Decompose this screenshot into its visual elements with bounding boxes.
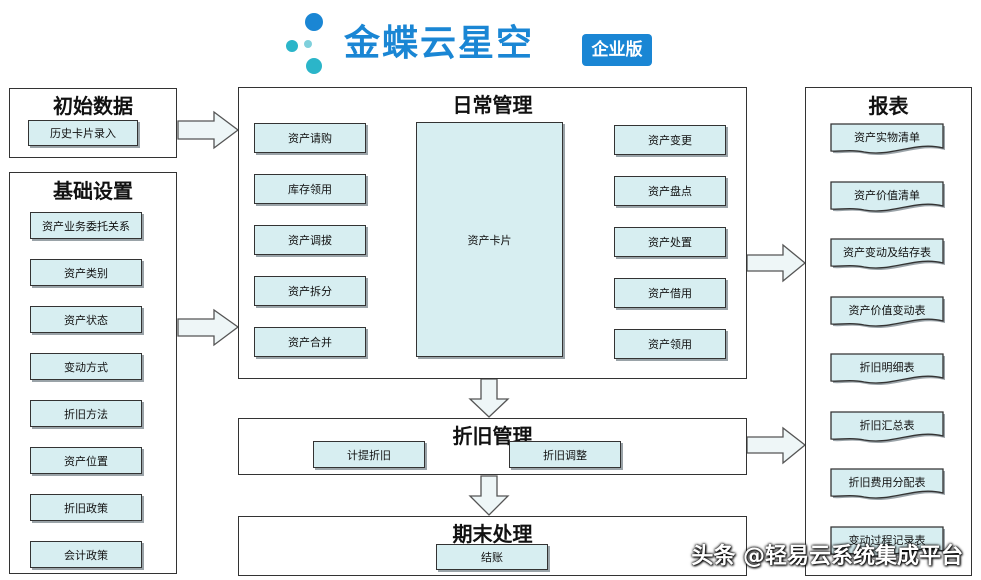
daily-right-item-box[interactable]: 资产借用 bbox=[614, 278, 726, 308]
report-label: 折旧费用分配表 bbox=[848, 476, 926, 489]
arrow-daily-to-reports bbox=[746, 243, 807, 283]
history-card-entry-box[interactable]: 历史卡片录入 bbox=[28, 120, 138, 146]
basic-item-box[interactable]: 资产类别 bbox=[30, 259, 142, 286]
logo-badge: 企业版 bbox=[582, 34, 652, 66]
document-shape-icon bbox=[830, 295, 945, 328]
kingdee-logo-icon bbox=[286, 13, 323, 74]
report-item[interactable]: 资产实物清单 bbox=[830, 123, 945, 155]
report-label: 资产价值变动表 bbox=[848, 303, 926, 317]
arrow-daily-to-depreciation bbox=[468, 378, 510, 418]
logo-text: 金蝶云星空 bbox=[344, 23, 535, 64]
report-label: 资产价值清单 bbox=[854, 188, 920, 202]
daily-left-item-box[interactable]: 资产合并 bbox=[254, 327, 366, 357]
daily-left-item-box[interactable]: 库存领用 bbox=[254, 174, 366, 204]
document-shape-icon bbox=[830, 410, 945, 443]
arrow-depreciation-to-reports bbox=[746, 426, 807, 465]
reports-panel: 报表 资产实物清单资产价值清单资产变动及结存表资产价值变动表折旧明细表折旧汇总表… bbox=[805, 87, 972, 576]
document-shape-icon bbox=[830, 353, 945, 385]
report-item[interactable]: 折旧费用分配表 bbox=[830, 468, 945, 500]
daily-right-item-box[interactable]: 资产处置 bbox=[614, 227, 726, 257]
daily-left-item-box[interactable]: 资产拆分 bbox=[254, 276, 366, 306]
panel-title: 基础设置 bbox=[53, 179, 133, 203]
document-shape-icon bbox=[830, 525, 945, 558]
daily-right-item-box[interactable]: 资产盘点 bbox=[614, 176, 726, 206]
report-item[interactable]: 资产变动及结存表 bbox=[830, 238, 945, 270]
panel-title: 期末处理 bbox=[452, 522, 533, 546]
daily-left-item-box[interactable]: 资产请购 bbox=[254, 123, 366, 153]
document-shape-icon bbox=[830, 123, 945, 155]
panel-title: 报表 bbox=[868, 94, 909, 118]
watermark: 头条 @轻易云系统集成平台 bbox=[691, 544, 963, 569]
report-item[interactable]: 折旧汇总表 bbox=[830, 410, 945, 443]
depreciation-item-box[interactable]: 计提折旧 bbox=[313, 441, 425, 468]
document-shape-icon bbox=[830, 180, 945, 213]
depreciation-item-box[interactable]: 折旧调整 bbox=[509, 441, 621, 468]
panel-title: 初始数据 bbox=[53, 94, 133, 118]
arrow-basic-to-daily bbox=[177, 308, 240, 347]
basic-item-box[interactable]: 资产状态 bbox=[30, 306, 142, 333]
basic-item-box[interactable]: 资产业务委托关系 bbox=[30, 212, 142, 239]
period-end-panel: 期末处理 结账 bbox=[238, 516, 747, 576]
basic-item-box[interactable]: 变动方式 bbox=[30, 353, 142, 380]
basic-item-box[interactable]: 会计政策 bbox=[30, 541, 142, 568]
document-shape-icon bbox=[830, 238, 945, 270]
daily-management-panel: 日常管理 资产请购 库存领用 资产调拔 资产拆分 资产合并 资产卡片 资产变更 … bbox=[238, 87, 747, 379]
arrow-depreciation-to-period-end bbox=[468, 475, 510, 516]
report-label: 资产变动及结存表 bbox=[843, 246, 931, 259]
basic-item-box[interactable]: 资产位置 bbox=[30, 447, 142, 474]
document-shape-icon bbox=[830, 468, 945, 500]
report-label: 变动过程记录表 bbox=[848, 533, 926, 547]
closing-box[interactable]: 结账 bbox=[436, 544, 548, 570]
report-item[interactable]: 资产价值清单 bbox=[830, 180, 945, 213]
report-label: 资产实物清单 bbox=[854, 131, 920, 144]
daily-left-item-box[interactable]: 资产调拔 bbox=[254, 225, 366, 255]
report-item[interactable]: 折旧明细表 bbox=[830, 353, 945, 385]
basic-item-box[interactable]: 折旧方法 bbox=[30, 400, 142, 427]
daily-right-item-box[interactable]: 资产领用 bbox=[614, 329, 726, 359]
report-label: 折旧明细表 bbox=[859, 361, 915, 374]
report-item[interactable]: 变动过程记录表 bbox=[830, 525, 945, 558]
depreciation-management-panel: 折旧管理 计提折旧 折旧调整 bbox=[238, 418, 747, 475]
asset-card-box[interactable]: 资产卡片 bbox=[416, 122, 563, 357]
panel-title: 日常管理 bbox=[452, 93, 533, 117]
arrow-initial-to-daily bbox=[177, 110, 240, 150]
initial-data-panel: 初始数据 历史卡片录入 bbox=[9, 88, 177, 158]
report-label: 折旧汇总表 bbox=[859, 418, 915, 432]
basic-settings-panel: 基础设置 资产业务委托关系 资产类别 资产状态 变动方式 折旧方法 资产位置 折… bbox=[9, 172, 177, 574]
basic-item-box[interactable]: 折旧政策 bbox=[30, 494, 142, 521]
report-item[interactable]: 资产价值变动表 bbox=[830, 295, 945, 328]
daily-right-item-box[interactable]: 资产变更 bbox=[614, 125, 726, 155]
